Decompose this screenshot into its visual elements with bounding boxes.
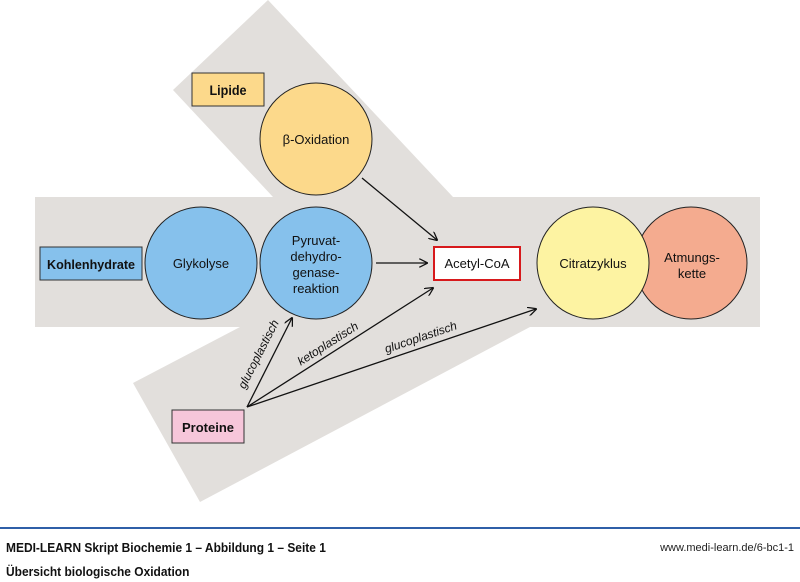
arrow-proteine-to-acetyl-coa — [246, 288, 433, 408]
pyruvat-line-1: Pyruvat- — [292, 233, 340, 248]
arrow-proteine-to-citratzyklus — [246, 309, 536, 408]
pyruvat-line-4: reaktion — [293, 281, 339, 296]
pyruvat-dehydrogenase-node[interactable]: Pyruvat- dehydro- genase- reaktion — [259, 206, 373, 320]
lipide-label: Lipide — [209, 82, 246, 98]
acetyl-coa-box[interactable]: Acetyl-CoA — [433, 246, 521, 281]
kohlenhydrate-box[interactable]: Kohlenhydrate — [39, 246, 143, 281]
protein-band — [133, 327, 530, 502]
acetyl-coa-label: Acetyl-CoA — [444, 256, 509, 271]
atmungskette-node[interactable]: Atmungs- kette — [634, 206, 748, 320]
atmungskette-line-1: Atmungs- — [664, 250, 720, 265]
figure-subtitle: Übersicht biologische Oxidation — [6, 564, 190, 579]
arrow-proteine-to-pyruvat — [246, 318, 292, 408]
proteine-label: Proteine — [182, 420, 234, 435]
atmungskette-line-2: kette — [678, 266, 706, 281]
footer-divider — [0, 527, 800, 529]
citratzyklus-node[interactable]: Citratzyklus — [536, 206, 650, 320]
pyruvat-line-2: dehydro- — [290, 249, 341, 264]
glykolyse-node[interactable]: Glykolyse — [144, 206, 258, 320]
proteine-box[interactable]: Proteine — [171, 409, 245, 444]
source-url[interactable]: www.medi-learn.de/6-bc1-1 — [660, 542, 794, 554]
citratzyklus-label: Citratzyklus — [559, 256, 627, 271]
kohlenhydrate-label: Kohlenhydrate — [47, 257, 135, 272]
glykolyse-label: Glykolyse — [173, 256, 229, 271]
lipide-box[interactable]: Lipide — [191, 72, 265, 107]
figure-title: MEDI-LEARN Skript Biochemie 1 – Abbildun… — [6, 540, 326, 555]
beta-oxidation-node[interactable]: β-Oxidation — [259, 82, 373, 196]
pyruvat-line-3: genase- — [293, 265, 340, 280]
oxidation-diagram: Lipide β-Oxidation Kohlenhydrate Glykoly… — [35, 0, 760, 502]
beta-oxidation-label: β-Oxidation — [283, 132, 350, 147]
arrow-beta-oxidation-to-acetyl-coa — [361, 177, 437, 240]
